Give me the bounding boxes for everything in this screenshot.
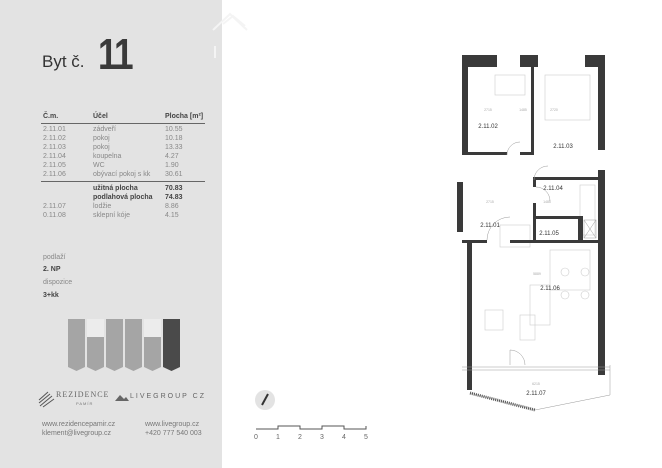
table-cell: 10.55 xyxy=(165,126,183,133)
website-link[interactable]: www.rezidencepamir.cz xyxy=(42,421,116,428)
room-label: 2.11.02 xyxy=(478,124,498,130)
apartment-number: 11 xyxy=(98,30,134,79)
svg-text:2715: 2715 xyxy=(484,108,492,112)
svg-text:2715: 2715 xyxy=(486,200,494,204)
room-label: 2.11.05 xyxy=(539,231,559,237)
floor-label: podlaží xyxy=(43,254,66,261)
table-cell: koupelna xyxy=(93,153,122,160)
room-label: 2.11.07 xyxy=(526,391,546,397)
building-sections-diagram xyxy=(68,319,180,371)
table-cell: pokoj xyxy=(93,135,110,142)
floor-value: 2. NP xyxy=(43,266,61,273)
col-header: Plocha [m²] xyxy=(165,113,204,120)
section-block xyxy=(68,319,180,371)
scale-tick-label: 2 xyxy=(298,434,302,440)
total-value: 74.83 xyxy=(165,194,183,201)
col-header: Č.m. xyxy=(43,113,59,120)
table-cell: 2.11.05 xyxy=(43,162,66,169)
livegroup-logo-icon xyxy=(115,395,129,401)
watermark-logo-icon xyxy=(212,12,248,58)
table-cell: 2.11.01 xyxy=(43,126,66,133)
room-label: 2.11.06 xyxy=(540,286,560,292)
svg-text:2720: 2720 xyxy=(550,108,558,112)
scale-tick-label: 0 xyxy=(254,434,258,440)
table-cell: lodžie xyxy=(93,203,112,210)
table-cell: 2.11.02 xyxy=(43,135,66,142)
table-cell: obývací pokoj s kk xyxy=(93,171,151,178)
total-label: podlahová plocha xyxy=(93,194,153,201)
table-cell: 2.11.04 xyxy=(43,153,66,160)
rezidence-logo-text: REZIDENCE xyxy=(56,390,110,399)
room-label: 2.11.04 xyxy=(543,186,563,192)
table-cell: zádveří xyxy=(93,126,116,133)
table-cell: 0.11.08 xyxy=(43,212,66,219)
table-cell: 2.11.03 xyxy=(43,144,66,151)
rezidence-logo-sub: PAMÍR xyxy=(76,401,94,406)
svg-text:1485: 1485 xyxy=(519,108,527,112)
scale-tick-label: 5 xyxy=(364,434,368,440)
divider xyxy=(41,123,205,124)
floor-plan: 2.11.02 2.11.03 2.11.04 2.11.01 2.11.05 … xyxy=(457,55,611,412)
walls xyxy=(457,55,605,390)
col-header: Účel xyxy=(93,113,108,120)
scale-tick-label: 1 xyxy=(276,434,280,440)
table-cell: 30.61 xyxy=(165,171,183,178)
total-value: 70.83 xyxy=(165,185,183,192)
svg-text:1485: 1485 xyxy=(543,200,551,204)
table-cell: sklepní kóje xyxy=(93,212,130,219)
table-cell: 1.90 xyxy=(165,162,179,169)
table-cell: 4.15 xyxy=(165,212,179,219)
page-title: Byt č. xyxy=(42,52,85,71)
table-cell: 13.33 xyxy=(165,144,183,151)
total-label: užitná plocha xyxy=(93,185,138,192)
table-cell: 10.18 xyxy=(165,135,183,142)
table-cell: WC xyxy=(93,162,105,169)
svg-text:5889: 5889 xyxy=(533,272,541,276)
table-cell: 2.11.06 xyxy=(43,171,66,178)
table-cell: 4.27 xyxy=(165,153,179,160)
layout-label: dispozice xyxy=(43,279,73,286)
email-link[interactable]: klement@livegroup.cz xyxy=(42,430,111,437)
scale-tick-label: 3 xyxy=(320,434,324,440)
svg-text:6215: 6215 xyxy=(532,382,540,386)
website-link[interactable]: www.livegroup.cz xyxy=(145,421,200,428)
rezidence-logo-icon xyxy=(38,391,55,408)
phone-link[interactable]: +420 777 540 003 xyxy=(145,430,202,437)
table-cell: 2.11.07 xyxy=(43,203,66,210)
scale-bar: 0 1 2 3 4 5 xyxy=(254,390,368,440)
livegroup-logo-text: LIVEGROUP CZ xyxy=(130,393,206,400)
scale-tick-label: 4 xyxy=(342,434,346,440)
table-cell: pokoj xyxy=(93,144,110,151)
info-sidebar xyxy=(0,0,222,468)
room-label: 2.11.01 xyxy=(480,223,500,229)
room-label: 2.11.03 xyxy=(553,144,573,150)
table-cell: 8.86 xyxy=(165,203,179,210)
layout-value: 3+kk xyxy=(43,292,59,299)
divider xyxy=(41,181,205,182)
